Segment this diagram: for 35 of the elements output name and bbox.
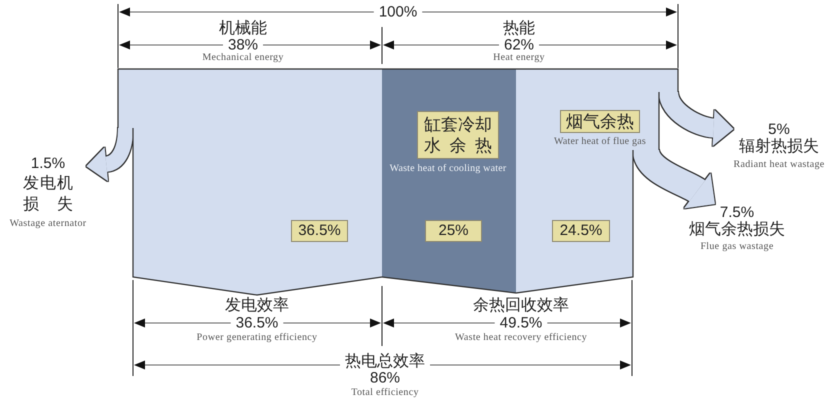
percent-label: 38% <box>228 38 258 52</box>
english-caption: Waste heat of cooling water <box>390 164 506 174</box>
percent-label: 49.5% <box>500 316 542 330</box>
curved-arrow <box>633 148 716 210</box>
english-caption: Power generating efficiency <box>196 333 318 343</box>
english-caption: Water heat of flue gas <box>554 137 646 147</box>
category-label: 热电总效率 <box>345 354 425 370</box>
loss-title: 发电机损失 <box>23 174 73 215</box>
english-caption: Total efficiency <box>351 388 419 398</box>
percent-label: 62% <box>504 38 534 52</box>
category-label: 发电效率 <box>225 298 289 314</box>
value-tag: 烟气余热 <box>560 110 640 133</box>
english-caption: Radiant heat wastage <box>734 158 824 171</box>
percent-label: 86% <box>370 370 400 386</box>
percent-value: 5% <box>768 121 790 138</box>
category-label: 机械能 <box>219 21 267 37</box>
value-tag: 25% <box>425 220 482 242</box>
percent-value: 1.5% <box>30 155 66 173</box>
english-caption: Wastage aternator <box>10 217 86 230</box>
curved-arrow <box>86 128 133 181</box>
value-tag: 36.5% <box>291 220 348 242</box>
percent-value: 7.5% <box>720 204 754 221</box>
loss-title: 烟气余热损失 <box>689 221 785 238</box>
percent-label: 36.5% <box>236 316 278 330</box>
curved-arrow <box>659 90 734 146</box>
percent-label: 100% <box>378 4 418 20</box>
english-caption: Mechanical energy <box>202 53 284 63</box>
loss-title: 辐射热损失 <box>739 138 819 156</box>
value-tag: 缸套冷却水余热 <box>417 111 499 159</box>
english-caption: Heat energy <box>493 53 545 63</box>
english-caption: Waste heat recovery efficiency <box>454 333 588 343</box>
category-label: 热能 <box>503 21 535 37</box>
english-caption: Flue gas wastage <box>700 240 774 253</box>
value-tag: 24.5% <box>552 220 610 242</box>
category-label: 余热回收效率 <box>473 298 569 314</box>
